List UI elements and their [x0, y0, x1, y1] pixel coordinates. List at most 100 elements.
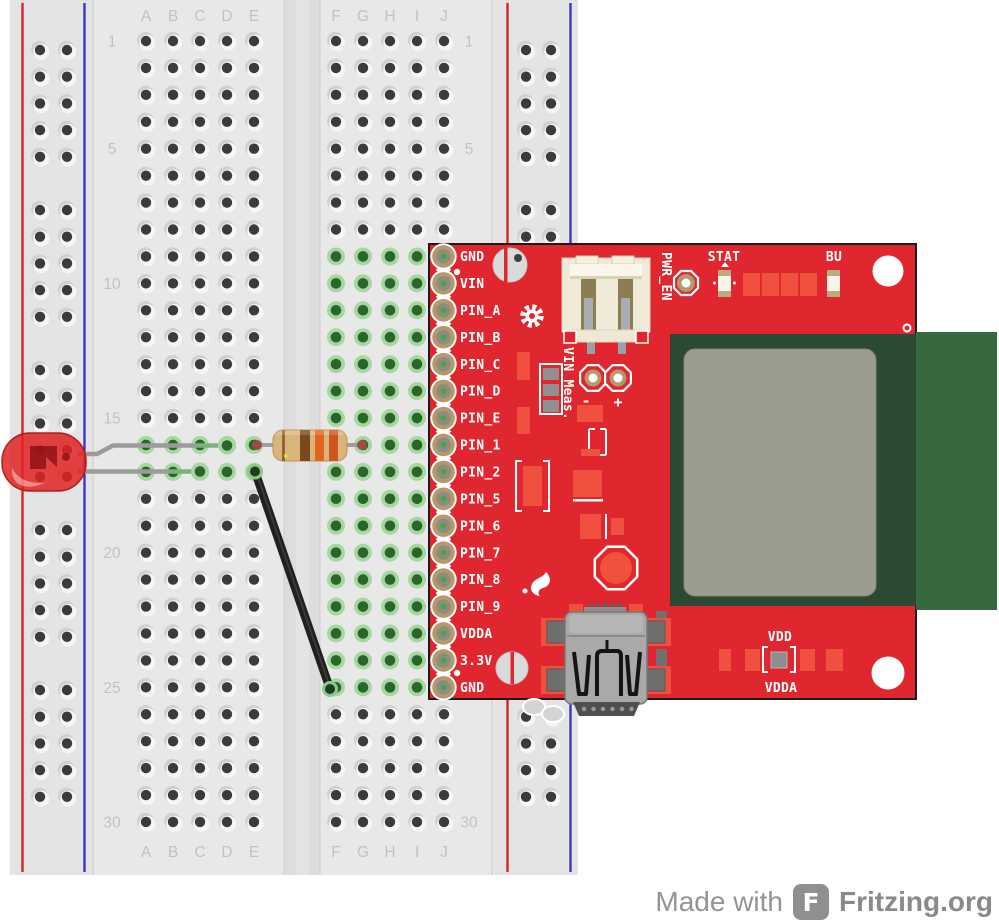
resistor-lead-right: [357, 440, 367, 450]
sparkfun-board[interactable]: STAT BU PWR_EN VIN Meas. - + VDD VDDA GN…: [428, 243, 997, 723]
breadboard-label: 20: [103, 545, 121, 562]
breadboard-label: C: [194, 8, 205, 25]
passive-2: [762, 273, 779, 296]
made-with-text: Made with: [655, 886, 784, 917]
breadboard-label: B: [168, 8, 178, 25]
passive-8: [577, 405, 603, 422]
small-via-ring: [902, 323, 912, 333]
breadboard-label: B: [168, 844, 178, 861]
board-pin-label: PIN_B: [460, 331, 501, 346]
vdda-label: VDDA: [765, 681, 798, 696]
bu-led: [827, 270, 840, 297]
breadboard-label: E: [249, 844, 259, 861]
breadboard-label: 25: [103, 680, 120, 697]
fritzing-logo-icon[interactable]: F: [793, 884, 830, 920]
board-pin-label: PIN_8: [460, 573, 501, 588]
breadboard-label: 30: [460, 814, 478, 831]
sparkfun-flame-icon: [522, 572, 550, 596]
breadboard-label: D: [221, 844, 232, 861]
board-pin-label: PIN_2: [460, 465, 501, 480]
led-anode-leg[interactable]: [78, 443, 196, 457]
pwr-en-pad[interactable]: [672, 269, 700, 297]
board-pin-header[interactable]: GND VIN PIN_A PIN_B PIN_C PIN_D PIN_E PIN_1PIN_…: [430, 243, 501, 701]
breadboard-label: G: [357, 844, 369, 861]
passive-7: [523, 466, 542, 506]
board-pin-label: PIN_D: [460, 385, 501, 400]
breadboard-label: J: [440, 844, 448, 861]
resistor-band-brown: [300, 430, 310, 461]
passive-10: [573, 470, 602, 497]
passive-6: [517, 407, 530, 434]
mounting-hole-top: [872, 255, 904, 287]
breadboard-label: C: [194, 844, 205, 861]
passive-9: [581, 449, 600, 456]
board-pin-label: PIN_9: [460, 600, 501, 615]
pwr-en-label: PWR_EN: [658, 252, 673, 301]
solder-jumper-bottom: [495, 651, 529, 685]
board-pin-label: PIN_7: [460, 546, 501, 561]
button-pad[interactable]: [593, 545, 639, 591]
board-pin-label: PIN_C: [460, 358, 501, 373]
breadboard-label: 5: [465, 141, 474, 158]
jst-connector[interactable]: [561, 255, 651, 354]
usb-connector[interactable]: [522, 603, 671, 723]
passive-4: [800, 273, 817, 296]
solder-jumper-top: [492, 247, 528, 283]
board-pin-label: PIN_A: [460, 304, 501, 319]
breadboard-label: A: [141, 844, 152, 861]
breadboard-label: I: [415, 8, 419, 25]
vin-measure-block: [539, 363, 563, 415]
passive-16: [826, 649, 843, 671]
breadboard-label: G: [357, 8, 369, 25]
breadboard-label: 30: [103, 814, 121, 831]
passive-12: [611, 518, 624, 535]
jumper-wire-black[interactable]: [247, 463, 338, 698]
resistor[interactable]: [252, 429, 367, 462]
board-pin-label: VDDA: [460, 627, 493, 642]
breadboard-label: 10: [103, 276, 121, 293]
breadboard-label: H: [384, 8, 395, 25]
board-pin-label: PIN_E: [460, 412, 501, 427]
breadboard-label: 5: [108, 141, 117, 158]
breadboard-label: 1: [465, 34, 474, 51]
passive-1: [743, 273, 760, 296]
battery-measure-pads[interactable]: [578, 364, 633, 392]
bu-label: BU: [826, 250, 842, 265]
passive-3: [781, 273, 798, 296]
pin1-marker-bottom: [453, 669, 461, 677]
fritzing-brand-text[interactable]: Fritzing.org: [839, 886, 993, 917]
board-pin-label: PIN_5: [460, 492, 501, 507]
lcd-module-tab[interactable]: [916, 332, 997, 610]
resistor-band-orange-2: [329, 430, 338, 461]
resistor-band-1: [282, 430, 285, 461]
breadboard-label: 15: [103, 411, 120, 428]
board-pin-label: PIN_6: [460, 519, 501, 534]
resistor-band-orange-1: [315, 430, 324, 461]
plus-label: +: [613, 393, 622, 411]
breadboard-label: D: [221, 8, 232, 25]
board-pin-label: GND: [460, 681, 484, 696]
stat-label: STAT: [708, 250, 741, 265]
breadboard-label: E: [249, 8, 259, 25]
red-led[interactable]: [1, 432, 236, 492]
board-pin-label: GND: [460, 250, 484, 265]
resistor-lead-left: [252, 440, 262, 450]
breadboard-label: 1: [108, 34, 117, 51]
passive-15: [800, 649, 815, 671]
board-pin-label: PIN_1: [460, 439, 501, 454]
breadboard-label: A: [141, 8, 152, 25]
passive-13: [719, 649, 731, 671]
passive-14: [745, 649, 760, 671]
breadboard-label: I: [415, 844, 419, 861]
lcd-screen: [683, 348, 877, 597]
vdd-label: VDD: [768, 630, 792, 645]
board-pin-label: 3.3V: [460, 654, 493, 669]
mounting-hole-bottom: [871, 656, 905, 690]
breadboard-label: J: [440, 8, 448, 25]
lcd-module[interactable]: [670, 332, 997, 610]
board-pin-label: VIN: [460, 277, 484, 292]
led-die: [30, 446, 57, 469]
passive-5: [517, 352, 530, 380]
breadboard-label: F: [331, 8, 340, 25]
